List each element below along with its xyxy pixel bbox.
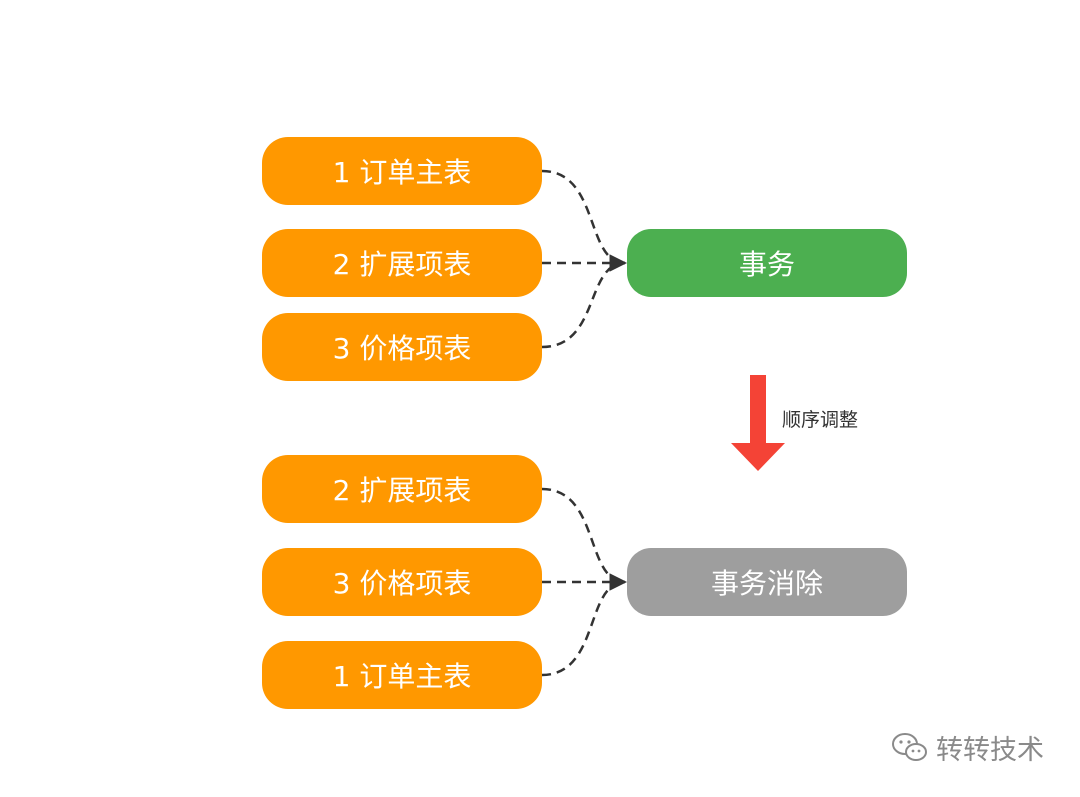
- source-node-after-2: 3 价格项表: [262, 548, 542, 616]
- down-arrow-icon: [731, 375, 785, 471]
- source-node-before-1: 1 订单主表: [262, 137, 542, 205]
- source-node-before-2: 2 扩展项表: [262, 229, 542, 297]
- source-node-after-3: 1 订单主表: [262, 641, 542, 709]
- edge-after-1: [541, 487, 627, 591]
- step-label: 顺序调整: [782, 409, 859, 431]
- edge-before-3: [541, 254, 627, 349]
- wechat-icon: [892, 732, 927, 761]
- watermark-text: 转转技术: [936, 735, 1044, 766]
- edge-before-1: [541, 169, 627, 272]
- target-node-transaction: 事务: [627, 229, 907, 297]
- edge-after-3: [541, 573, 627, 677]
- source-node-after-1: 2 扩展项表: [262, 455, 542, 523]
- source-node-before-3: 3 价格项表: [262, 313, 542, 381]
- watermark: 转转技术: [890, 728, 1044, 767]
- target-node-transaction-eliminated: 事务消除: [627, 548, 907, 616]
